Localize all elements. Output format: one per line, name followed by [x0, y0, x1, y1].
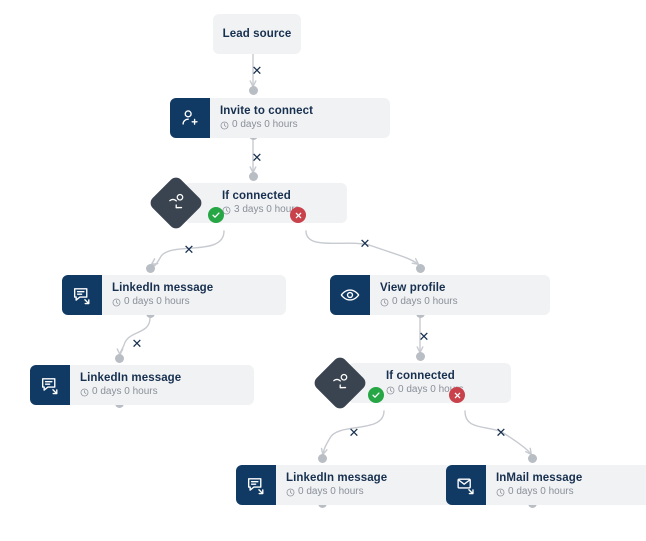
- node-title: LinkedIn message: [286, 472, 388, 484]
- node-text: If connected 3 days 0 hours: [212, 190, 314, 216]
- node-text: InMail message 0 days 0 hours: [486, 472, 596, 498]
- node-duration: 0 days 0 hours: [220, 119, 313, 131]
- node-body[interactable]: Invite to connect 0 days 0 hours: [210, 98, 390, 138]
- node-duration: 0 days 0 hours: [380, 296, 458, 308]
- node-port[interactable]: [415, 263, 425, 273]
- linkedin-message-icon: [62, 275, 102, 315]
- clock-icon: [112, 298, 121, 307]
- node-duration: 0 days 0 hours: [80, 386, 181, 398]
- clock-icon: [380, 298, 389, 307]
- workflow-node-invite-to-connect[interactable]: Invite to connect 0 days 0 hours: [170, 98, 390, 138]
- node-duration-text: 0 days 0 hours: [92, 386, 158, 397]
- workflow-node-linkedin-message-3[interactable]: LinkedIn message 0 days 0 hours: [236, 465, 452, 505]
- node-title: If connected: [222, 190, 291, 202]
- node-duration: 0 days 0 hours: [286, 486, 387, 498]
- branch-badge-yes[interactable]: [368, 387, 384, 403]
- edge-delete-marker[interactable]: ✕: [131, 337, 143, 352]
- node-title: InMail message: [496, 472, 583, 484]
- node-title: Invite to connect: [220, 105, 314, 117]
- node-port[interactable]: [248, 171, 258, 181]
- workflow-node-linkedin-message-1[interactable]: LinkedIn message 0 days 0 hours: [62, 275, 286, 315]
- inmail-message-icon: [446, 465, 486, 505]
- node-duration-text: 0 days 0 hours: [392, 296, 458, 307]
- node-body[interactable]: LinkedIn message 0 days 0 hours: [70, 365, 254, 405]
- node-title: View profile: [380, 282, 446, 294]
- node-duration-text: 0 days 0 hours: [508, 486, 574, 497]
- node-port[interactable]: [114, 353, 124, 363]
- node-duration-text: 0 days 0 hours: [124, 296, 190, 307]
- workflow-node-if-connected-2[interactable]: If connected 0 days 0 hours: [348, 363, 511, 403]
- node-title: LinkedIn message: [80, 372, 182, 384]
- node-port[interactable]: [527, 453, 537, 463]
- clock-icon: [222, 206, 231, 215]
- node-duration-text: 3 days 0 hours: [234, 204, 300, 215]
- person-check-icon: [323, 366, 356, 399]
- node-title: If connected: [386, 370, 455, 382]
- person-check-icon: [159, 186, 192, 219]
- edge-delete-marker[interactable]: ✕: [495, 426, 507, 441]
- node-body[interactable]: LinkedIn message 0 days 0 hours: [276, 465, 452, 505]
- node-port[interactable]: [248, 85, 258, 95]
- edge-delete-marker[interactable]: ✕: [251, 151, 263, 166]
- node-text: LinkedIn message 0 days 0 hours: [102, 282, 227, 308]
- workflow-node-view-profile[interactable]: View profile 0 days 0 hours: [330, 275, 550, 315]
- node-duration: 0 days 0 hours: [112, 296, 213, 308]
- clock-icon: [386, 386, 395, 395]
- clock-icon: [496, 488, 505, 497]
- clock-icon: [286, 488, 295, 497]
- eye-icon: [330, 275, 370, 315]
- node-duration-text: 0 days 0 hours: [398, 384, 464, 395]
- node-duration-text: 0 days 0 hours: [298, 486, 364, 497]
- node-body[interactable]: LinkedIn message 0 days 0 hours: [102, 275, 286, 315]
- workflow-node-linkedin-message-2[interactable]: LinkedIn message 0 days 0 hours: [30, 365, 254, 405]
- branch-badge-no[interactable]: [449, 387, 465, 403]
- node-duration-text: 0 days 0 hours: [232, 119, 298, 130]
- node-text: View profile 0 days 0 hours: [370, 282, 472, 308]
- edge-delete-marker[interactable]: ✕: [251, 64, 263, 79]
- node-title: LinkedIn message: [112, 282, 214, 294]
- linkedin-message-icon: [30, 365, 70, 405]
- node-duration: 3 days 0 hours: [222, 204, 300, 216]
- edge-delete-marker[interactable]: ✕: [348, 426, 360, 441]
- node-text: LinkedIn message 0 days 0 hours: [70, 372, 195, 398]
- node-port[interactable]: [317, 453, 327, 463]
- decision-diamond-if-connected-2[interactable]: [311, 354, 369, 412]
- edge-delete-marker[interactable]: ✕: [418, 330, 430, 345]
- edge-delete-marker[interactable]: ✕: [183, 243, 195, 258]
- node-text: Invite to connect 0 days 0 hours: [210, 105, 327, 131]
- person-plus-icon: [170, 98, 210, 138]
- linkedin-message-icon: [236, 465, 276, 505]
- node-body[interactable]: If connected 0 days 0 hours: [348, 363, 511, 403]
- node-text: Lead source: [205, 28, 310, 41]
- branch-badge-yes[interactable]: [208, 207, 224, 223]
- node-body[interactable]: InMail message 0 days 0 hours: [486, 465, 646, 505]
- workflow-node-inmail-message[interactable]: InMail message 0 days 0 hours: [446, 465, 646, 505]
- node-duration: 0 days 0 hours: [496, 486, 582, 498]
- node-port[interactable]: [415, 351, 425, 361]
- edge-delete-marker[interactable]: ✕: [359, 237, 371, 252]
- decision-diamond-if-connected-1[interactable]: [147, 174, 205, 232]
- workflow-node-lead-source[interactable]: Lead source: [213, 14, 301, 54]
- clock-icon: [220, 121, 229, 130]
- node-duration: 0 days 0 hours: [386, 384, 464, 396]
- node-body[interactable]: View profile 0 days 0 hours: [370, 275, 550, 315]
- node-body[interactable]: Lead source: [213, 14, 301, 54]
- clock-icon: [80, 388, 89, 397]
- node-text: LinkedIn message 0 days 0 hours: [276, 472, 401, 498]
- node-text: If connected 0 days 0 hours: [376, 370, 478, 396]
- node-port[interactable]: [145, 263, 155, 273]
- branch-badge-no[interactable]: [290, 207, 306, 223]
- node-title: Lead source: [222, 27, 292, 40]
